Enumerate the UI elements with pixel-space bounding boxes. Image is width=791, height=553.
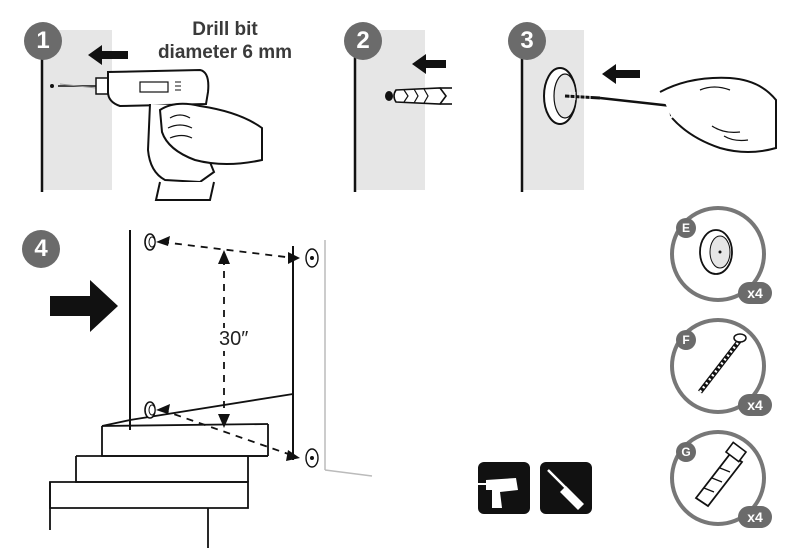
step-number-badge: 1 [24, 22, 62, 60]
dimension-arrowheads [156, 236, 300, 461]
part-letter-badge: E [676, 218, 696, 238]
drill-bit-caption: Drill bit diameter 6 mm [140, 18, 310, 64]
drill-bit-line2: diameter 6 mm [157, 42, 293, 63]
step-number-badge: 3 [508, 22, 546, 60]
power-drill-tool-glyph [478, 462, 530, 514]
part-count-badge: x4 [738, 506, 772, 528]
step-4-artwork [49, 230, 373, 548]
push-arrow-icon [88, 45, 128, 65]
parts-panel [670, 206, 766, 526]
part-letter-badge: F [676, 330, 696, 350]
screwdriver-tool-glyph [540, 462, 592, 514]
direction-arrow-icon [50, 280, 118, 332]
spacing-measurement: 30″ [215, 328, 253, 351]
power-drill-icon [95, 68, 216, 201]
step-1-artwork [40, 30, 263, 201]
screw-icon [698, 333, 747, 394]
push-arrow-icon [602, 64, 640, 84]
part-letter-badge: G [676, 442, 696, 462]
wall-anchor-icon [393, 87, 452, 105]
part-count-badge: x4 [738, 282, 772, 304]
drill-bit-line1: Drill bit [192, 19, 258, 40]
step-number-badge: 4 [22, 230, 60, 268]
fixing-top-right [305, 248, 319, 268]
staircase [49, 393, 294, 548]
part-count-badge: x4 [738, 394, 772, 416]
wall-anchor-icon [694, 441, 748, 508]
fixing-bottom-left [144, 401, 156, 419]
step-number-badge: 2 [344, 22, 382, 60]
fixing-bottom-right [305, 448, 319, 468]
step-3-artwork [520, 30, 777, 192]
fixing-top-left [144, 233, 156, 251]
push-arrow-icon [412, 54, 446, 74]
